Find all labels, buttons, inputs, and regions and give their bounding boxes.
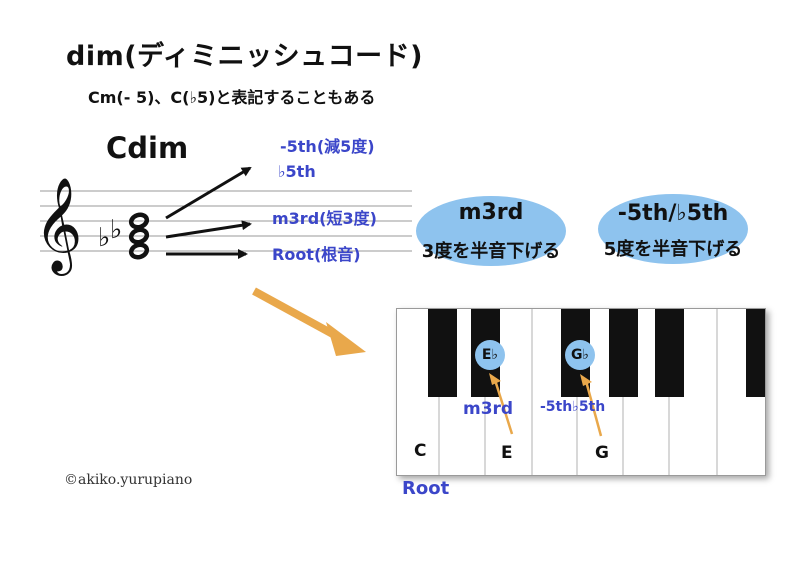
orange-arrow-shaft bbox=[252, 287, 342, 342]
third-label: m3rd(短3度) bbox=[272, 209, 377, 228]
root-label: Root(根音) bbox=[272, 245, 361, 264]
note-circle-eflat: E♭ bbox=[475, 340, 505, 370]
fifth-label-line1: -5th(減5度) bbox=[280, 137, 375, 156]
piano-keyboard: E♭ G♭ m3rd -5th♭5th C E G bbox=[396, 308, 766, 476]
ellipse-fifth-subtitle: 5度を半音下げる bbox=[603, 239, 743, 260]
subtitle: Cm(- 5)、C(♭5)と表記することもある bbox=[88, 88, 376, 107]
piano-third-label: m3rd bbox=[463, 399, 514, 419]
page-title: dim(ディミニッシュコード) bbox=[66, 41, 424, 72]
orange-arrow-e-to-eflat bbox=[493, 379, 514, 435]
note-head-c bbox=[128, 242, 150, 260]
orange-arrowhead bbox=[489, 373, 501, 385]
ellipse-third bbox=[416, 196, 566, 266]
ellipse-fifth bbox=[598, 194, 748, 264]
chord-name: Cdim bbox=[106, 131, 189, 165]
white-key-label-c: C bbox=[414, 441, 427, 461]
piano-keys bbox=[428, 309, 765, 475]
ellipse-third-title: m3rd bbox=[458, 200, 524, 225]
piano-root-label: Root bbox=[402, 478, 450, 499]
arrow-fifth bbox=[165, 166, 252, 220]
fifth-label-line2: ♭5th bbox=[278, 162, 316, 181]
flat-icon: ♭ bbox=[110, 215, 122, 245]
flat-icon: ♭ bbox=[98, 223, 110, 253]
note-circle-gflat: G♭ bbox=[565, 340, 595, 370]
orange-arrow-g-to-gflat bbox=[584, 380, 603, 437]
orange-arrowhead bbox=[580, 374, 592, 386]
note-head-gflat bbox=[128, 212, 150, 230]
orange-arrow-head bbox=[326, 322, 366, 356]
white-key-label-e: E bbox=[501, 443, 513, 463]
ellipse-fifth-title: -5th/♭5th bbox=[617, 201, 729, 226]
staff-lines bbox=[40, 190, 412, 252]
ellipse-third-subtitle: 3度を半音下げる bbox=[421, 241, 561, 262]
black-key bbox=[428, 309, 457, 397]
black-key bbox=[609, 309, 638, 397]
credit: ©akiko.yurupiano bbox=[64, 472, 193, 488]
white-key-label-g: G bbox=[595, 443, 609, 463]
arrow-third bbox=[165, 220, 252, 239]
black-key bbox=[655, 309, 684, 397]
black-key bbox=[746, 309, 765, 397]
piano-fifth-label: -5th♭5th bbox=[540, 399, 606, 415]
note-head-eflat bbox=[128, 227, 150, 245]
treble-clef-icon: 𝄞 bbox=[34, 177, 82, 276]
